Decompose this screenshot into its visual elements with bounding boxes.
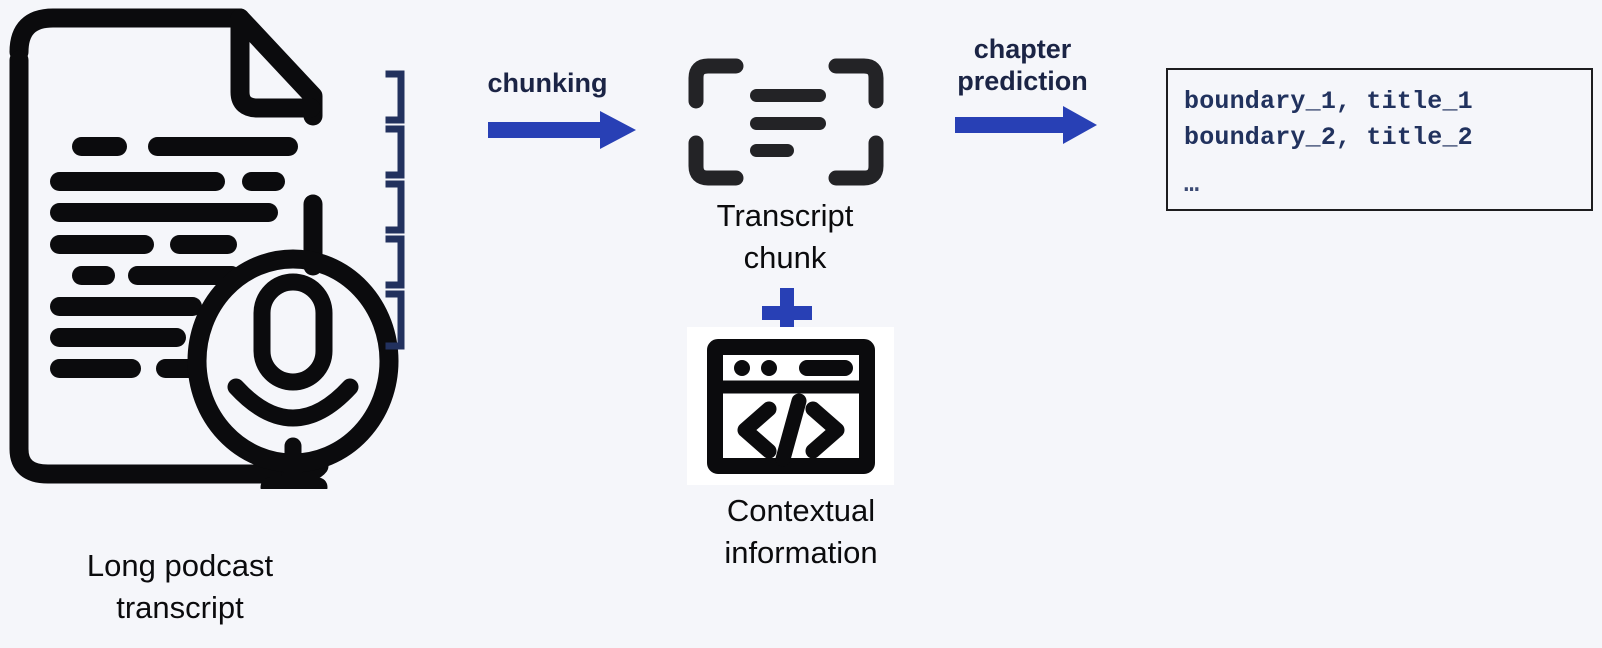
microphone-icon <box>187 249 399 489</box>
chunking-arrow <box>488 110 636 150</box>
document-with-microphone-icon <box>8 4 408 489</box>
chapter-prediction-arrow <box>955 105 1097 145</box>
transcript-chunk-caption: Transcript chunk <box>716 198 854 275</box>
input-caption: Long podcast transcript <box>86 548 274 625</box>
contextual-information-caption: Contextual information <box>724 493 878 570</box>
closing-bracket-icon <box>385 125 405 179</box>
chapter-output-lines: boundary_1, title_1 boundary_2, title_2 <box>1184 87 1473 152</box>
closing-bracket-icon <box>385 70 405 124</box>
chapter-output-box: boundary_1, title_1 boundary_2, title_2 … <box>1166 68 1593 211</box>
chapter-prediction-label: chapter prediction <box>957 34 1088 96</box>
closing-bracket-icon <box>385 290 405 350</box>
chapter-output-ellipsis: … <box>1184 170 1200 199</box>
closing-bracket-icon <box>385 180 405 234</box>
document-text-lines <box>50 137 298 378</box>
chunk-brackets-group <box>384 70 410 352</box>
code-window-icon <box>707 339 875 474</box>
scan-frame-text-icon <box>688 58 884 186</box>
chunking-label: chunking <box>487 68 608 98</box>
closing-bracket-icon <box>385 235 405 289</box>
chunk-text-lines <box>750 89 826 157</box>
plus-icon <box>762 288 812 338</box>
